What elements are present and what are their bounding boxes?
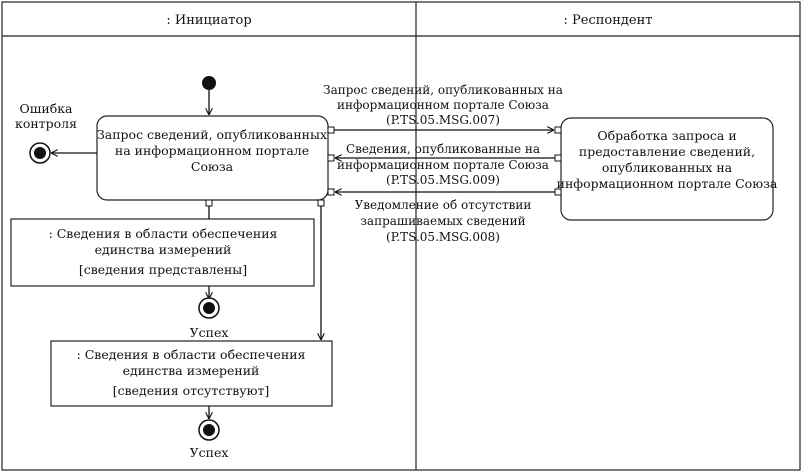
svg-text:информационном портале Союза: информационном портале Союза <box>337 98 549 112</box>
final-node-error <box>29 142 51 164</box>
error-label-line-1: Ошибка <box>20 101 74 116</box>
swimlane-respondent-title: : Респондент <box>564 13 653 28</box>
svg-text:запрашиваемых сведений: запрашиваемых сведений <box>360 214 525 228</box>
svg-text:информационном портале Союза: информационном портале Союза <box>337 158 549 172</box>
svg-text:(P.TS.05.MSG.007): (P.TS.05.MSG.007) <box>386 113 500 127</box>
pin-request-out-msg007 <box>327 126 335 134</box>
request-action-line-2: на информационном портале <box>115 143 309 158</box>
svg-text:Уведомление об отсутствии: Уведомление об отсутствии <box>355 198 532 212</box>
pin-request-out-present <box>205 199 213 207</box>
final-node-success-1 <box>198 297 220 319</box>
process-action-line-4: информационном портале Союза <box>557 176 778 191</box>
request-action-line-3: Союза <box>191 159 234 174</box>
process-action-line-2: предоставление сведений, <box>579 144 755 159</box>
process-action: Обработка запроса и предоставление сведе… <box>557 117 778 221</box>
process-action-line-3: опубликованных на <box>602 160 733 175</box>
request-action: Запрос сведений, опубликованных на инфор… <box>96 115 329 201</box>
final-node-success-2 <box>198 419 220 441</box>
request-action-line-1: Запрос сведений, опубликованных <box>97 127 327 142</box>
object-node-info-present: : Сведения в области обеспечения единств… <box>10 218 315 287</box>
pin-process-out-msg008 <box>554 188 562 196</box>
success-label-1: Успех <box>190 325 229 340</box>
info-present-line-2: единства измерений <box>95 242 232 257</box>
message-label-msg007: Запрос сведений, опубликованных на инфор… <box>323 83 563 127</box>
pin-request-out-absent <box>317 199 325 207</box>
pin-process-in-msg007 <box>554 126 562 134</box>
svg-text:Сведения, опубликованные на: Сведения, опубликованные на <box>346 142 540 156</box>
info-absent-line-2: единства измерений <box>123 363 260 378</box>
swimlane-initiator-title: : Инициатор <box>166 13 251 28</box>
initial-node <box>202 76 216 90</box>
pin-process-out-msg009 <box>554 154 562 162</box>
message-label-msg009: Сведения, опубликованные на информационн… <box>337 142 549 187</box>
info-present-state: [сведения представлены] <box>79 262 247 277</box>
info-absent-state: [сведения отсутствуют] <box>113 383 270 398</box>
pin-request-in-msg009 <box>327 154 335 162</box>
pin-request-in-msg008 <box>327 188 335 196</box>
message-label-msg008: Уведомление об отсутствии запрашиваемых … <box>355 198 532 244</box>
info-absent-line-1: : Сведения в области обеспечения <box>77 347 306 362</box>
svg-text:(P.TS.05.MSG.008): (P.TS.05.MSG.008) <box>386 230 500 244</box>
process-action-line-1: Обработка запроса и <box>597 128 736 143</box>
error-label-line-2: контроля <box>15 116 77 131</box>
info-present-line-1: : Сведения в области обеспечения <box>49 226 278 241</box>
object-node-info-absent: : Сведения в области обеспечения единств… <box>50 340 333 407</box>
success-label-2: Успех <box>190 445 229 460</box>
svg-text:(P.TS.05.MSG.009): (P.TS.05.MSG.009) <box>386 173 500 187</box>
svg-text:Запрос сведений, опубликованны: Запрос сведений, опубликованных на <box>323 83 563 97</box>
